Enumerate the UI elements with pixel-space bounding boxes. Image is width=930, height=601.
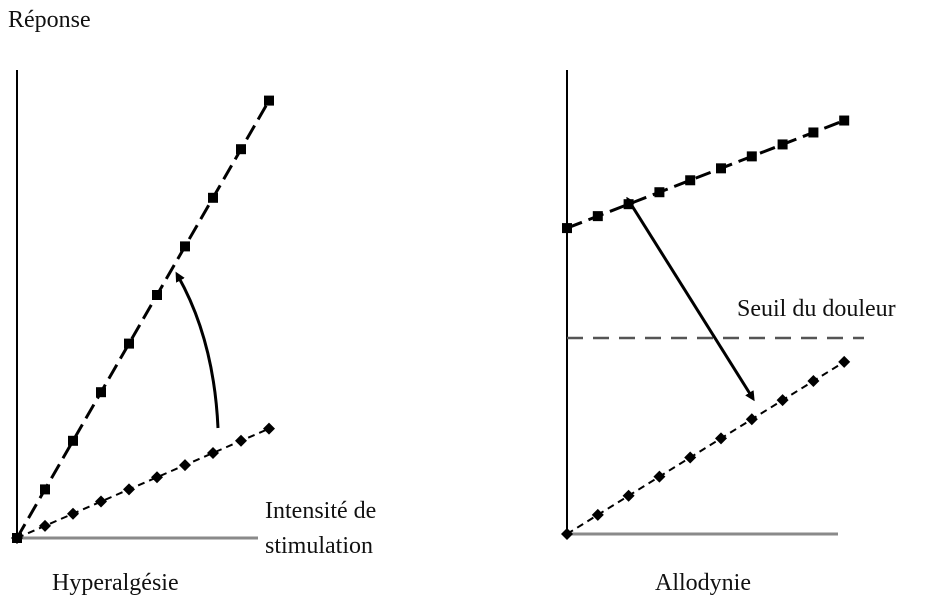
allo-series-2-point-2: [622, 489, 635, 502]
allo-series-1-line: [566, 119, 845, 230]
allo-series-2-point-7: [776, 394, 789, 407]
hyper-series-2-point-9: [263, 422, 275, 435]
hyper-series-2-point-5: [151, 471, 163, 484]
allo-series-1-point-3: [654, 187, 665, 198]
hyper-series-1-point-5: [152, 290, 162, 300]
allo-title: Allodynie: [655, 570, 751, 596]
hyper-series-1-point-3: [96, 387, 106, 398]
allo-series-2-line: [566, 361, 845, 535]
hyper-xlabel-line2: stimulation: [265, 533, 373, 559]
hyper-series-2-point-2: [67, 507, 79, 520]
y-axis-label: Réponse: [8, 7, 91, 33]
allo-series-1-point-1: [592, 211, 603, 222]
allo-series-2-point-8: [807, 375, 820, 388]
hyper-series-2-point-7: [207, 446, 219, 459]
hyper-series-2-point-4: [123, 483, 135, 496]
hyper-series-2-line: [16, 427, 270, 539]
allo-series-1-point-4: [685, 175, 696, 186]
allo-series-1-point-5: [716, 163, 726, 174]
hyper-series-1-line: [15, 99, 271, 539]
hyper-series-1-point-4: [124, 338, 134, 349]
allo-series-2-point-1: [591, 508, 604, 521]
allo-series-2-point-5: [715, 432, 727, 445]
hyper-curved-arrow: [175, 271, 220, 429]
allo-series-2-point-6: [745, 413, 758, 426]
hyper-series-2-point-3: [95, 495, 107, 508]
allo-series-2-point-0: [561, 528, 573, 540]
hyper-series-2-point-0: [11, 532, 23, 544]
allo-series-1-point-9: [839, 115, 850, 126]
allo-series-group: [561, 115, 851, 540]
allo-double-arrow: [626, 196, 755, 402]
hyper-series-1-point-8: [236, 144, 246, 155]
hyper-series-2-point-1: [39, 519, 51, 532]
allo-series-1-point-6: [746, 151, 757, 162]
allo-series-2-point-9: [838, 355, 851, 368]
threshold-label: Seuil du douleur: [737, 296, 896, 322]
allo-series-1-point-0: [562, 223, 572, 234]
allo-series-2-point-4: [684, 451, 697, 464]
hyper-series-1-point-7: [208, 192, 218, 203]
allo-series-1-point-8: [808, 127, 819, 138]
hyper-series-group: [11, 95, 275, 544]
hyper-series-2-point-6: [179, 459, 191, 472]
hyper-series-1-point-1: [40, 484, 50, 495]
allo-series-1-point-7: [777, 139, 788, 150]
hyper-series-1-point-9: [264, 95, 274, 106]
allo-series-2-point-3: [653, 470, 666, 483]
hyper-series-1-point-6: [180, 241, 190, 252]
hyper-series-2-point-8: [235, 434, 247, 447]
hyper-series-1-point-2: [68, 435, 78, 446]
hyper-title: Hyperalgésie: [52, 570, 179, 596]
hyper-xlabel-line1: Intensité de: [265, 498, 377, 524]
